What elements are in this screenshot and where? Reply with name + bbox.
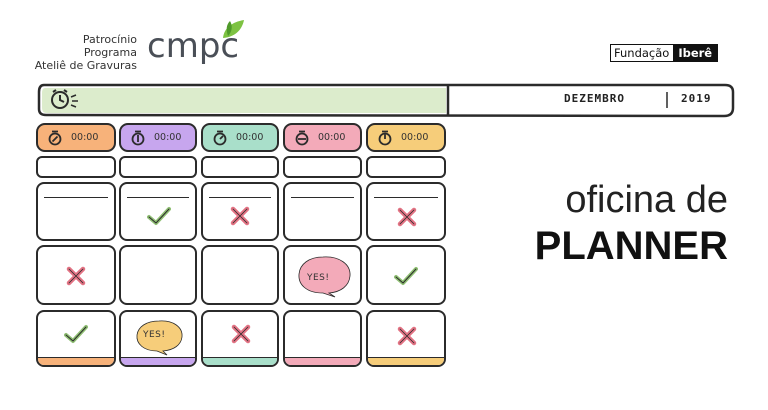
day-cell-r1c1[interactable] <box>36 182 116 241</box>
label-slot-3[interactable] <box>201 156 279 178</box>
day-cell-r2c1[interactable] <box>36 245 116 305</box>
stopwatch-icon <box>131 130 145 145</box>
year-label: 2019 <box>681 92 712 105</box>
timer-col-2[interactable]: 00:00 <box>119 123 197 152</box>
timer-value: 00:00 <box>401 132 429 143</box>
stopwatch-icon <box>48 130 62 145</box>
stopwatch-icon <box>213 130 227 145</box>
cross-icon <box>397 326 417 346</box>
cmpc-logo: cmpc <box>147 26 240 66</box>
day-cell-r3c3[interactable] <box>201 310 279 367</box>
day-cell-r3c4[interactable] <box>283 310 362 367</box>
label-slot-4[interactable] <box>283 156 362 178</box>
cross-icon <box>397 207 417 227</box>
sponsor-line-2: Ateliê de Gravuras <box>34 59 137 72</box>
timer-col-3[interactable]: 00:00 <box>201 123 279 152</box>
day-cell-r2c4[interactable]: YES! <box>283 245 362 305</box>
label-slot-2[interactable] <box>119 156 197 178</box>
planner-header-bar: DEZEMBRO 2019 <box>36 82 736 118</box>
day-cell-r3c5[interactable] <box>366 310 446 367</box>
check-icon <box>64 325 88 343</box>
day-cell-r3c2[interactable]: YES! <box>119 310 197 367</box>
day-cell-r3c1[interactable] <box>36 310 116 367</box>
workshop-title-line-2: PLANNER <box>534 224 728 268</box>
timer-value: 00:00 <box>236 132 264 143</box>
timer-value: 00:00 <box>318 132 346 143</box>
timer-value: 00:00 <box>154 132 182 143</box>
fundacao-ibere-logo: Fundação Iberê <box>610 44 719 62</box>
day-cell-r2c3[interactable] <box>201 245 279 305</box>
label-slot-1[interactable] <box>36 156 116 178</box>
day-cell-r1c2[interactable] <box>119 182 197 241</box>
day-cell-r2c2[interactable] <box>119 245 197 305</box>
alarm-clock-icon <box>51 89 78 109</box>
cross-icon <box>231 324 251 344</box>
workshop-title-line-1: oficina de <box>565 179 728 221</box>
day-cell-r1c5[interactable] <box>366 182 446 241</box>
logo-part-1: Fundação <box>611 45 674 61</box>
stopwatch-icon <box>295 130 309 145</box>
yes-speech-bubble <box>136 320 183 356</box>
cross-icon <box>66 266 86 286</box>
stopwatch-icon <box>378 130 392 145</box>
timer-col-4[interactable]: 00:00 <box>283 123 362 152</box>
cross-icon <box>230 206 250 226</box>
day-cell-r1c4[interactable] <box>283 182 362 241</box>
yes-label: YES! <box>143 330 166 340</box>
timer-col-1[interactable]: 00:00 <box>36 123 116 152</box>
month-label: DEZEMBRO <box>564 92 625 105</box>
logo-part-2: Iberê <box>673 45 718 61</box>
timer-col-5[interactable]: 00:00 <box>366 123 446 152</box>
yes-speech-bubble <box>298 256 351 298</box>
sponsor-text: Patrocínio Programa Ateliê de Gravuras <box>33 33 137 72</box>
sponsor-line-1: Patrocínio Programa <box>82 33 137 59</box>
check-icon <box>147 207 171 225</box>
cmpc-leaf-icon <box>223 20 244 38</box>
yes-label: YES! <box>307 273 330 283</box>
timer-value: 00:00 <box>71 132 99 143</box>
day-cell-r1c3[interactable] <box>201 182 279 241</box>
day-cell-r2c5[interactable] <box>366 245 446 305</box>
label-slot-5[interactable] <box>366 156 446 178</box>
check-icon <box>394 267 418 285</box>
